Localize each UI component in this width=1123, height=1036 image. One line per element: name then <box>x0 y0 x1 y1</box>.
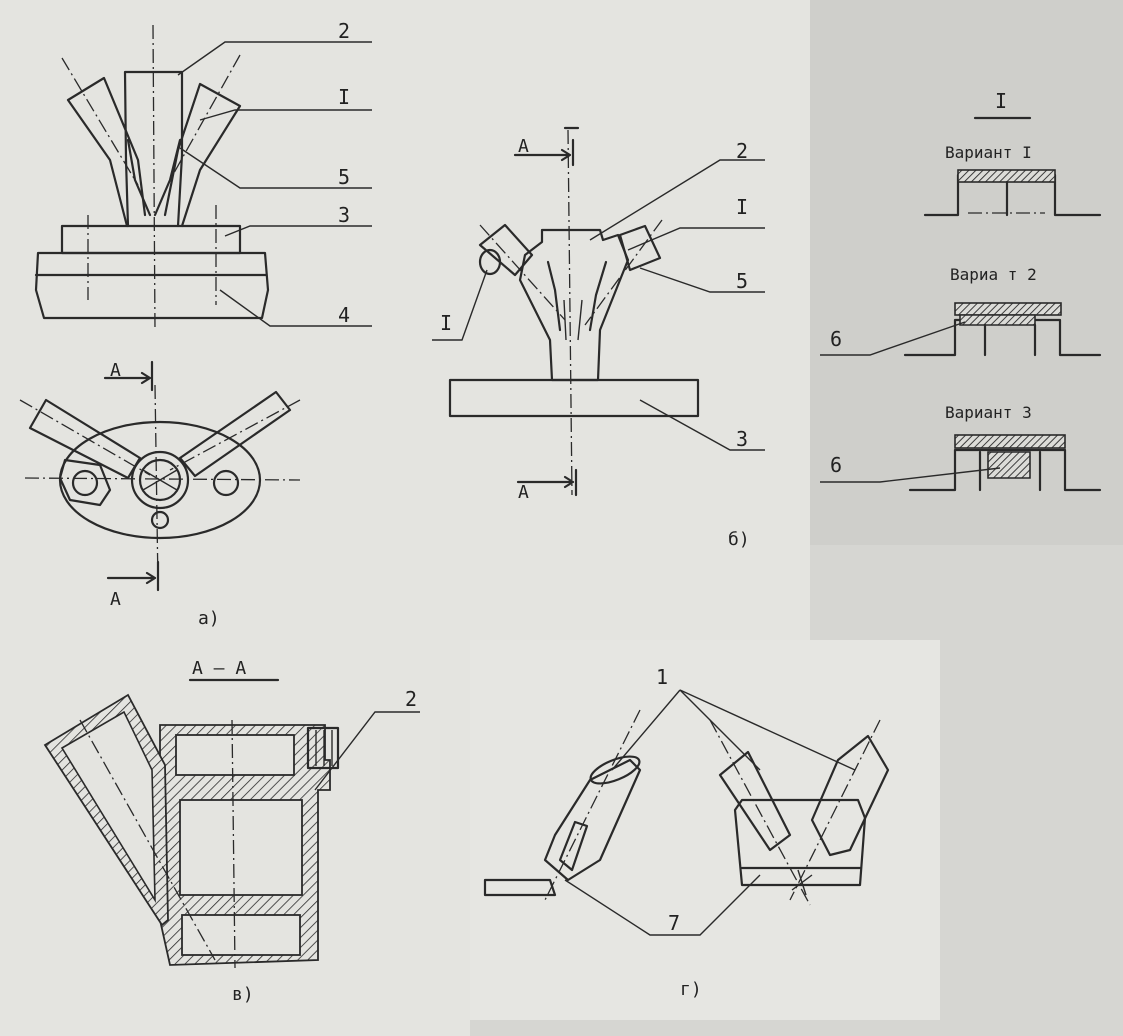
variant-3-title: Вариант 3 <box>945 403 1032 422</box>
callout-7-g: 7 <box>668 911 680 935</box>
caption-b: б) <box>728 529 750 550</box>
labels: 2 I 5 3 4 A A а) A A 2 I 5 3 I б) I Вари… <box>110 19 1037 1005</box>
callout-roman1-b: I <box>736 195 748 219</box>
panel-left <box>0 0 810 650</box>
figure-a-top-view <box>19 360 301 592</box>
section-aa-title: A – A <box>192 658 246 679</box>
variants-header: I <box>995 89 1007 113</box>
panel-right <box>810 0 1123 545</box>
callout-roman1-a: I <box>338 85 350 109</box>
caption-a: а) <box>198 608 220 629</box>
callout-1-g: 1 <box>656 665 668 689</box>
callout-6-v3: 6 <box>830 453 842 477</box>
section-a-bottom: A <box>110 589 121 610</box>
section-b-bottom: A <box>518 482 529 503</box>
callout-4-a: 4 <box>338 303 350 327</box>
section-a-top: A <box>110 360 121 381</box>
callout-3-a: 3 <box>338 203 350 227</box>
figure-b-view <box>448 126 700 497</box>
callout-5-b: 5 <box>736 269 748 293</box>
callout-2-a: 2 <box>338 19 350 43</box>
section-b-top: A <box>518 136 529 157</box>
variant-2-title: Вариа т 2 <box>950 265 1037 284</box>
variant-1-title: Вариант I <box>945 143 1032 162</box>
caption-g: г) <box>680 979 702 1000</box>
figure-v-section <box>43 678 340 969</box>
callout-3-b: 3 <box>736 427 748 451</box>
figure-a-front-view <box>34 24 270 331</box>
callout-6-v2: 6 <box>830 327 842 351</box>
variants-column <box>903 116 1102 492</box>
callout-2-v: 2 <box>405 687 417 711</box>
caption-v: в) <box>232 984 254 1005</box>
callout-roman1-b-left: I <box>440 311 452 335</box>
figure-g-view <box>483 709 890 906</box>
callout-5-a: 5 <box>338 165 350 189</box>
panel-bottom-right <box>470 640 940 1020</box>
leader-lines <box>177 41 1001 936</box>
callout-2-b: 2 <box>736 139 748 163</box>
